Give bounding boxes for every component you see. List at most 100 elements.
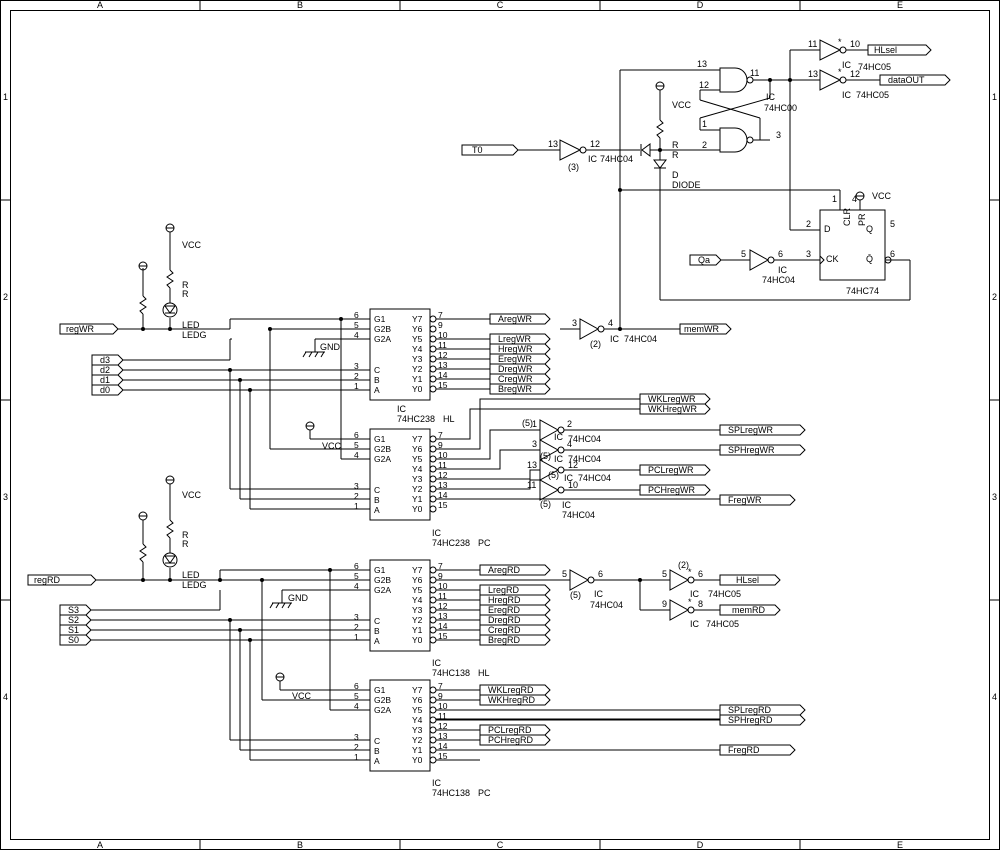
port-s1-label: S1 (68, 625, 79, 635)
nand-b-in1: 1 (702, 119, 707, 129)
decoder-input-pin: 6 (354, 430, 359, 440)
decoder-output-pin: 11 (438, 460, 447, 470)
oc1-out: 10 (850, 39, 860, 49)
ff-qn-label: Q̄ (866, 254, 873, 264)
port-pclregrd: PCLregRD (436, 724, 551, 736)
inv-mem-ic: IC (610, 334, 620, 344)
decoder-output-pin: 13 (438, 611, 448, 621)
decoder-output-bubble (429, 445, 437, 453)
decoder-output-label: Y4 (412, 344, 423, 354)
port-s1 (59, 624, 92, 636)
decoder-input-label: B (374, 626, 380, 636)
decoder-input-label: A (374, 505, 380, 515)
decoder-output-pin: 9 (438, 571, 443, 581)
decoder-input-pin: 1 (354, 381, 359, 391)
ledg-label-2: LEDG (182, 580, 207, 590)
decoder-input-pin: 5 (354, 440, 359, 450)
decoder-output-label: Y0 (412, 384, 423, 394)
port-d3 (91, 354, 124, 366)
port-cregwr: CregWR (436, 373, 551, 385)
gnd-label-2: GND (288, 593, 309, 603)
decoder-input-label: G2A (374, 454, 391, 464)
port-dregrd: DregRD (436, 614, 551, 626)
port-aregrd: AregRD (436, 564, 551, 576)
decoder-output-label: Y7 (412, 434, 423, 444)
ledg-label-1: LEDG (182, 330, 207, 340)
port-label: EregWR (498, 354, 533, 364)
vcc-label-ff: VCC (872, 191, 892, 201)
decoder-output-bubble (429, 365, 437, 373)
ff-clr-label: CLR (842, 207, 852, 226)
decoder-output-pin: 7 (438, 681, 443, 691)
decoder-output-label: Y4 (412, 595, 423, 605)
port-lregwr: LregWR (436, 333, 551, 345)
port-label: BregRD (488, 635, 521, 645)
inv1-part: 74HC04 (568, 434, 601, 444)
inv3-in: 13 (527, 460, 537, 470)
inv4-unit: (5) (540, 499, 551, 509)
decoder-output-label: Y7 (412, 565, 423, 575)
r-label-led1-a: R (182, 280, 189, 290)
wire (436, 429, 540, 460)
decoder-input-pin: 4 (354, 581, 359, 591)
row-4-right: 4 (992, 692, 997, 702)
decoder-input-label: C (374, 485, 380, 495)
port-sphregwr: SPHregWR (719, 444, 806, 456)
decoder-output-bubble (429, 756, 437, 764)
decoder-ic: IC (432, 528, 442, 538)
r-label-led1-b: R (182, 289, 189, 299)
oc3-star: * (688, 567, 692, 577)
ff-pin-pr: 4 (852, 194, 857, 204)
decoder-output-pin: 15 (438, 751, 448, 761)
ff-d-label: D (824, 224, 831, 234)
port-fregwr: FregWR (719, 494, 796, 506)
decoder-output-label: Y5 (412, 705, 423, 715)
decoder-output-bubble (429, 686, 437, 694)
decoder-input-pin: 1 (354, 632, 359, 642)
decoder-output-pin: 10 (438, 581, 448, 591)
port-memwr-label: memWR (684, 324, 719, 334)
port-d1-label: d1 (100, 375, 110, 385)
decoder-output-bubble (429, 696, 437, 704)
decoder-ic: IC (397, 404, 407, 414)
write-section-wiring: regWR VCC R R LED LEDG GN (59, 223, 370, 510)
port-qa-label: Qa (698, 255, 710, 265)
decoder-output-pin: 15 (438, 500, 448, 510)
decoder-part: 74HC138 (432, 788, 470, 798)
port-dataout (879, 74, 951, 86)
col-c-bottom: C (497, 840, 504, 850)
ff-ck-label: CK (826, 254, 839, 264)
decoder-output-pin: 9 (438, 691, 443, 701)
port-d2-label: d2 (100, 365, 110, 375)
port-wklregrd: WKLregRD (436, 684, 551, 696)
r-label-led2-a: R (182, 530, 189, 540)
oc1-ic: IC (842, 60, 852, 70)
decoder-output-pin: 7 (438, 430, 443, 440)
control-logic: T0 13 12 (3) IC 74HC04 VCC R R D DIODE (461, 37, 951, 629)
port-label: EregRD (488, 605, 521, 615)
col-b-bottom: B (297, 840, 303, 850)
decoder-output-label: Y2 (412, 735, 423, 745)
decoder-ic: IC (432, 658, 442, 668)
decoder-input-pin: 3 (354, 361, 359, 371)
decoder-output-pin: 7 (438, 561, 443, 571)
decoder-ref: HL (443, 414, 455, 424)
decoder-body (369, 679, 431, 772)
port-hlsel-top (867, 44, 932, 56)
inv-rd-part: 74HC04 (590, 600, 623, 610)
decoder-part: 74HC238 (432, 538, 470, 548)
inv-qa-ic: IC (778, 265, 788, 275)
port-memrd-label: memRD (732, 605, 765, 615)
vcc-label-top: VCC (672, 100, 692, 110)
nand-a-out: 11 (750, 68, 759, 78)
decoder-input-label: G1 (374, 685, 386, 695)
decoder-input-label: C (374, 736, 380, 746)
decoder-output-label: Y0 (412, 755, 423, 765)
port-aregwr: AregWR (436, 313, 551, 325)
port-t0-label: T0 (472, 145, 483, 155)
decoder-output-label: Y2 (412, 615, 423, 625)
decoder-output-bubble (429, 706, 437, 714)
col-d-top: D (697, 0, 704, 10)
